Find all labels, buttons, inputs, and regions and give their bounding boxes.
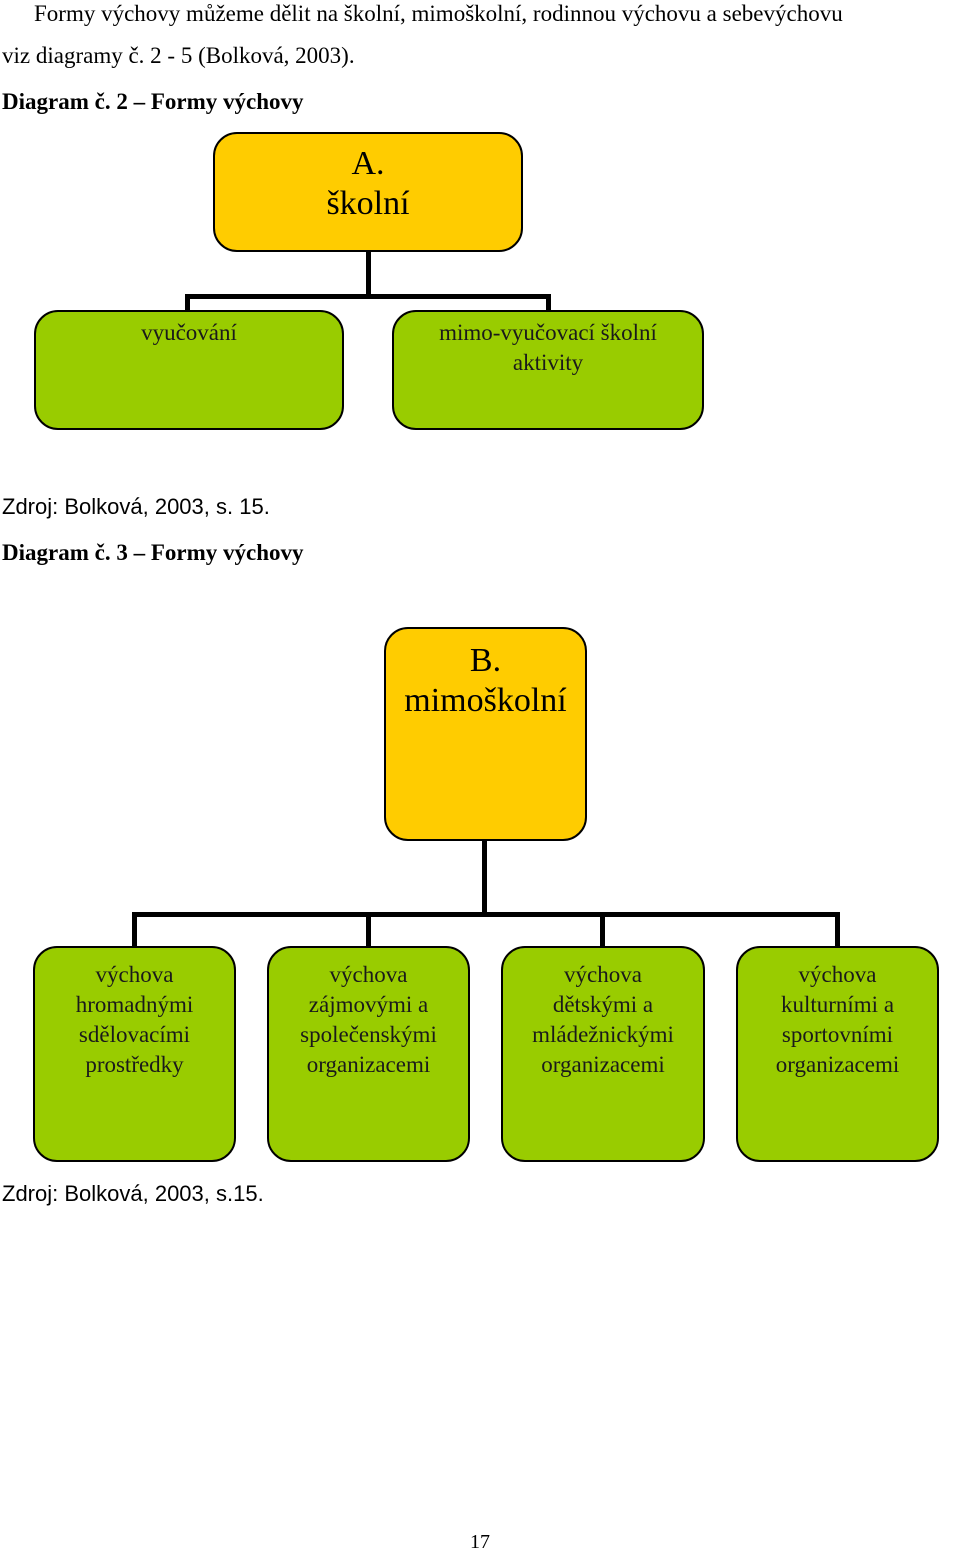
intro-line-1: Formy výchovy můžeme dělit na školní, mi… [34,1,843,26]
node-label: sportovními [781,1022,894,1047]
node-label: organizacemi [541,1052,665,1077]
connector-line [132,912,840,917]
root-label-title: mimoškolní [404,682,567,719]
diagram3-heading: Diagram č. 3 – Formy výchovy [2,540,304,565]
diagram3-child-node: výchova dětskými a mládežnickými organiz… [501,946,705,1162]
connector-line [185,294,551,299]
node-label: hromadnými [75,992,194,1017]
connector-line [835,912,840,948]
intro-line-2: viz diagramy č. 2 - 5 (Bolková, 2003). [2,43,355,68]
connector-line [185,294,190,312]
node-label: mimo-vyučovací školní [439,320,657,345]
diagram2-heading: Diagram č. 2 – Formy výchovy [2,89,304,114]
connector-line [366,912,371,948]
node-label: sdělovacími [78,1022,191,1047]
connector-line [366,250,371,298]
diagram2-child-node: mimo-vyučovací školní aktivity [392,310,704,430]
node-label: dětskými a [552,992,654,1017]
node-label: prostředky [85,1052,184,1077]
diagram2-root-node: A. školní [213,132,523,252]
node-label: kulturními a [780,992,895,1017]
diagram3-source: Zdroj: Bolková, 2003, s.15. [2,1181,264,1206]
page-number: 17 [470,1531,490,1553]
connector-line [600,912,605,948]
node-label: společenskými [300,1022,437,1047]
node-label: výchova [95,962,174,987]
diagram3-root-node: B. mimoškolní [384,627,587,841]
root-label-letter: A. [351,145,385,182]
node-label: organizacemi [306,1052,431,1077]
node-label: mládežnickými [532,1022,674,1047]
connector-line [482,838,487,916]
diagram3-child-node: výchova kulturními a sportovními organiz… [736,946,939,1162]
node-label: výchova [329,962,408,987]
node-label: zájmovými a [308,992,429,1017]
diagram3-child-node: výchova hromadnými sdělovacími prostředk… [33,946,236,1162]
node-label: výchova [798,962,877,987]
diagram2-child-node: vyučování [34,310,344,430]
root-label-title: školní [326,185,410,222]
diagram2-source: Zdroj: Bolková, 2003, s. 15. [2,494,270,519]
connector-line [132,912,137,948]
node-label: organizacemi [775,1052,900,1077]
node-label: vyučování [141,320,237,345]
root-label-letter: B. [469,642,502,679]
connector-line [546,294,551,312]
node-label: aktivity [512,350,584,375]
diagram3-child-node: výchova zájmovými a společenskými organi… [267,946,470,1162]
node-label: výchova [564,962,642,987]
